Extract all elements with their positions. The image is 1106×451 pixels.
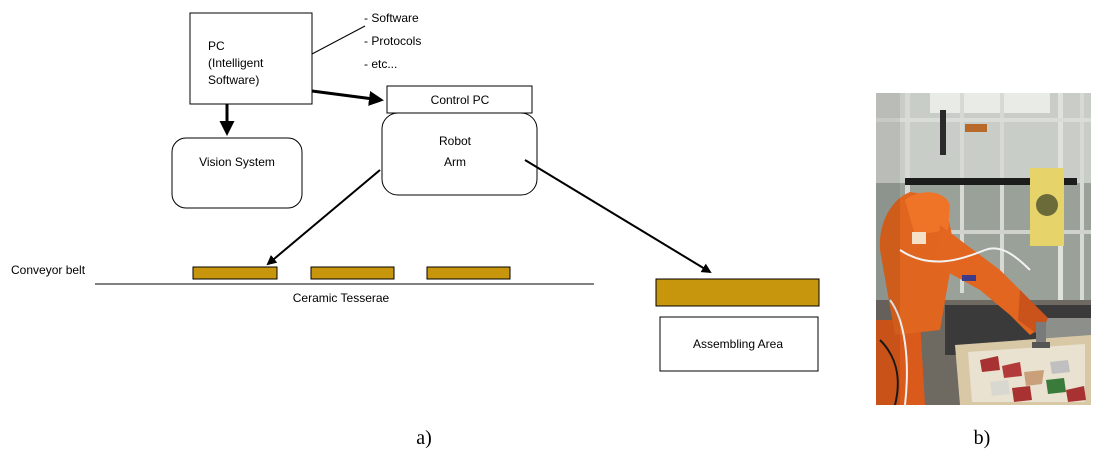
control-pc-box [386, 85, 533, 114]
robot-arm-photo [876, 93, 1091, 405]
robot-arm-box [381, 112, 538, 196]
pc-box-line-1: PC [208, 39, 225, 53]
conveyor-belt-label: Conveyor belt [11, 263, 86, 277]
pc-box-line-2: (Intelligent [208, 56, 264, 70]
pc-note-etc: - etc... [364, 57, 397, 71]
assembling-area-box [659, 316, 819, 372]
caption-a: a) [416, 427, 432, 449]
pc-to-control-arrow [311, 89, 384, 106]
diagram-a: PC (Intelligent Software) - Software - P… [11, 11, 820, 372]
conveyor-tile-2 [310, 266, 395, 280]
conveyor-tile-1 [192, 266, 278, 280]
pc-note-protocols: - Protocols [364, 34, 421, 48]
vision-system-label: Vision System [199, 155, 275, 169]
robot-base [876, 320, 925, 405]
pc-notes-connector [311, 25, 366, 55]
assembling-area-label: Assembling Area [693, 337, 783, 351]
ceramic-tesserae-label: Ceramic Tesserae [293, 291, 390, 305]
robot-arm-line-2: Arm [444, 155, 466, 169]
robot-to-conveyor-arrow [266, 169, 381, 266]
camera-rail [905, 178, 1077, 185]
caption-b: b) [974, 427, 991, 449]
pc-note-software: - Software [364, 11, 419, 25]
robot-to-assembly-arrow [524, 159, 712, 274]
pc-box [189, 12, 313, 105]
vision-system-box [171, 137, 303, 209]
conveyor-tile-3 [426, 266, 511, 280]
assembly-tile [655, 278, 820, 307]
robot-arm-line-1: Robot [439, 134, 472, 148]
control-pc-label: Control PC [431, 93, 490, 107]
pc-box-line-3: Software) [208, 73, 259, 87]
